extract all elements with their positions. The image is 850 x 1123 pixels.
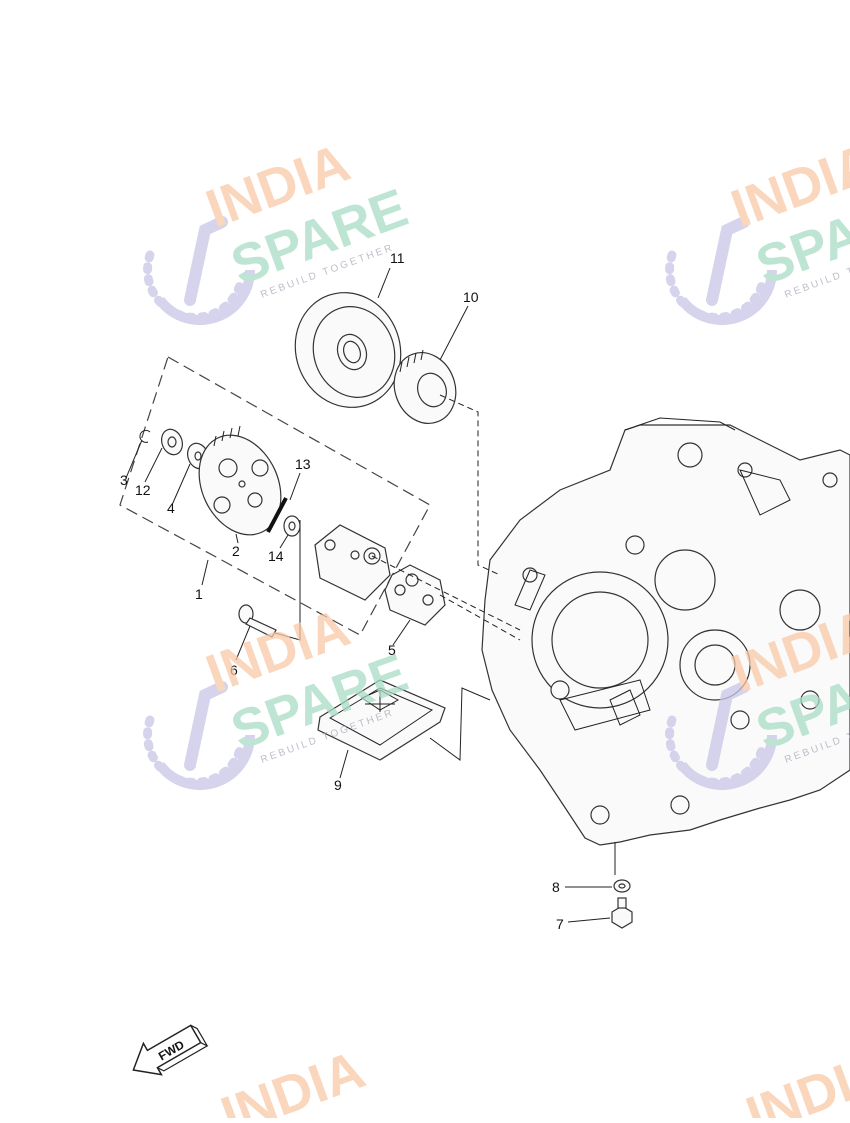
oil-pump-body — [314, 524, 391, 601]
watermark-logo-4: INDIA SPARE REBUILD TOGETHER — [665, 598, 850, 790]
callout-8: 8 — [552, 879, 560, 895]
watermark-logo-1: INDIA SPARE REBUILD TOGETHER — [143, 133, 415, 325]
callout-5: 5 — [388, 642, 396, 658]
callout-2: 2 — [232, 543, 240, 559]
callout-10: 10 — [463, 289, 479, 305]
callout-12: 12 — [135, 482, 151, 498]
watermark-logo-5: INDIA — [214, 1040, 373, 1123]
callout-4: 4 — [167, 500, 175, 516]
callout-6: 6 — [230, 662, 238, 678]
callout-7: 7 — [556, 916, 564, 932]
part-3-circlip — [139, 429, 151, 443]
callout-14: 14 — [268, 548, 284, 564]
part-12-washer — [161, 428, 183, 456]
part-11-rotor — [294, 292, 402, 408]
callout-labels: 3 12 4 2 1 13 14 5 6 9 11 10 8 7 — [120, 250, 564, 932]
part-5-gasket — [384, 564, 446, 626]
leader-lines — [125, 267, 612, 923]
watermark-india-5: INDIA — [214, 1040, 373, 1118]
part-7-drain-bolt — [611, 897, 633, 929]
part-6-bolt — [238, 604, 277, 638]
part-2-pump-gear — [198, 425, 282, 536]
watermark-india-6: INDIA — [739, 1040, 850, 1118]
fwd-arrow: FWD — [132, 1024, 209, 1076]
callout-1: 1 — [195, 586, 203, 602]
oil-pump-kit-boundary — [119, 356, 431, 636]
callout-11: 11 — [390, 250, 405, 266]
watermark-logo-2: INDIA SPARE REBUILD TOGETHER — [665, 133, 850, 325]
part-10-gear — [393, 349, 457, 424]
callout-9: 9 — [334, 777, 342, 793]
watermark-logo-6: INDIA — [739, 1040, 850, 1123]
part-9-strainer — [317, 679, 446, 761]
callout-13: 13 — [295, 456, 311, 472]
part-14-washer — [283, 515, 301, 537]
callout-3: 3 — [120, 472, 128, 488]
part-13-pin — [266, 497, 288, 533]
part-8-washer — [613, 879, 631, 893]
crankcase — [481, 417, 850, 875]
